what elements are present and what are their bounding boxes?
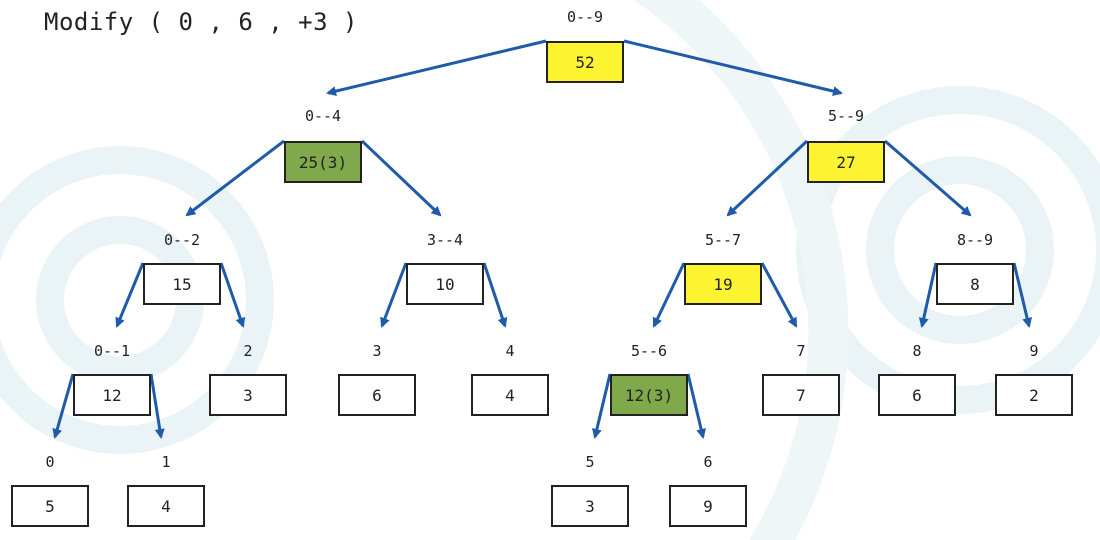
tree-node-2: 3	[209, 374, 287, 416]
edge-n3_4-n4	[482, 262, 508, 328]
range-label-8-9: 8--9	[956, 231, 994, 249]
range-label-4: 4	[505, 342, 515, 360]
edge-n0_1-n1	[149, 373, 165, 439]
tree-node-1: 4	[127, 485, 205, 527]
tree-node-5-7: 19	[684, 263, 762, 305]
edge-n5_9-n8_9	[884, 139, 972, 217]
edge-n8_9-n8	[918, 262, 938, 328]
operation-title: Modify ( 0 , 6 , +3 )	[44, 8, 358, 36]
edge-n8_9-n9	[1012, 262, 1033, 328]
range-label-0-4: 0--4	[304, 107, 342, 125]
tree-node-3-4: 10	[406, 263, 484, 305]
range-label-0-2: 0--2	[163, 231, 201, 249]
tree-node-0: 5	[11, 485, 89, 527]
edge-n5_7-n7	[760, 262, 798, 328]
edge-n3_4-n3	[380, 262, 408, 328]
tree-node-8: 6	[878, 374, 956, 416]
tree-node-0-1: 12	[73, 374, 151, 416]
edge-n5_7-n5_6	[652, 262, 686, 328]
edge-n5_6-n6	[686, 373, 707, 439]
tree-node-0-4: 25(3)	[284, 141, 362, 183]
edge-n0_9-n0_4	[326, 39, 547, 97]
range-label-8: 8	[912, 342, 922, 360]
edge-n0_2-n2	[219, 262, 246, 328]
edge-n0_4-n0_2	[185, 139, 285, 217]
tree-node-9: 2	[995, 374, 1073, 416]
range-label-2: 2	[243, 342, 253, 360]
tree-node-6: 9	[669, 485, 747, 527]
range-label-5: 5	[585, 453, 595, 471]
tree-node-3: 6	[338, 374, 416, 416]
tree-node-8-9: 8	[936, 263, 1014, 305]
range-label-5-7: 5--7	[704, 231, 742, 249]
tree-node-5-6: 12(3)	[610, 374, 688, 416]
tree-node-7: 7	[762, 374, 840, 416]
range-label-0-9: 0--9	[566, 8, 604, 26]
tree-node-5: 3	[551, 485, 629, 527]
range-label-0-1: 0--1	[93, 342, 131, 360]
edge-n5_9-n5_7	[726, 139, 809, 217]
edge-n0_2-n0_1	[115, 262, 145, 328]
range-label-9: 9	[1029, 342, 1039, 360]
range-label-3: 3	[372, 342, 382, 360]
edge-n0_9-n5_9	[623, 39, 843, 96]
tree-node-0-9: 52	[546, 41, 624, 83]
tree-node-0-2: 15	[143, 263, 221, 305]
range-label-0: 0	[45, 453, 55, 471]
range-label-7: 7	[796, 342, 806, 360]
edge-n0_4-n3_4	[360, 139, 442, 217]
range-label-5-9: 5--9	[827, 107, 865, 125]
range-label-6: 6	[703, 453, 713, 471]
edge-n0_1-n0	[52, 373, 75, 439]
tree-node-4: 4	[471, 374, 549, 416]
range-label-5-6: 5--6	[630, 342, 668, 360]
edge-n5_6-n5	[591, 373, 612, 439]
range-label-3-4: 3--4	[426, 231, 464, 249]
tree-node-5-9: 27	[807, 141, 885, 183]
range-label-1: 1	[161, 453, 171, 471]
